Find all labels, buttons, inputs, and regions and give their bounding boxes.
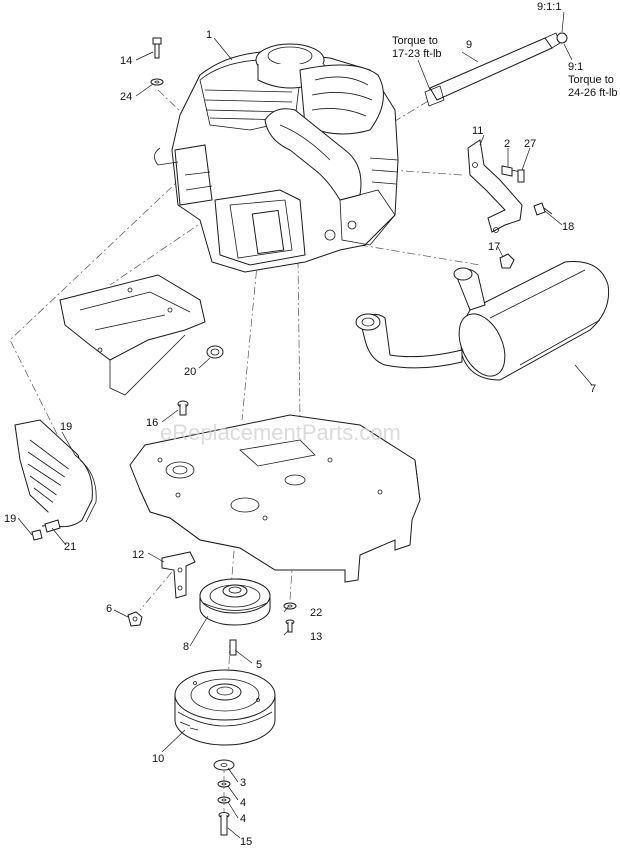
- callout-14: 14: [120, 55, 132, 67]
- callout-27: 27: [524, 138, 536, 150]
- leader-lines: [17, 11, 593, 839]
- callout-16: 16: [146, 417, 158, 429]
- bolt-2: [501, 165, 521, 177]
- callout-1: 1: [206, 29, 212, 41]
- screw-14: [152, 37, 162, 59]
- bolt-27: [517, 169, 525, 183]
- callout-9: 9: [466, 39, 472, 51]
- callout-10: 10: [152, 753, 164, 765]
- callout-24: 24: [120, 91, 132, 103]
- callout-3: 3: [240, 777, 246, 789]
- callout-4-lower: 4: [240, 813, 246, 825]
- engine: [154, 43, 399, 273]
- callout-4-upper: 4: [240, 797, 246, 809]
- washer-4-lower: [217, 796, 231, 804]
- bolt-13: [285, 619, 295, 633]
- callout-19-guard: 19: [60, 421, 72, 433]
- callout-12: 12: [132, 549, 144, 561]
- callout-labels: 1 14 24 9 11 2 27 18 17 7 20 16 19 19 21…: [4, 29, 596, 848]
- callout-6: 6: [106, 603, 112, 615]
- muffler-7: [355, 260, 610, 381]
- washer-4-upper: [217, 780, 231, 788]
- guard-19: [14, 419, 97, 528]
- washer-3: [213, 759, 235, 771]
- callout-21: 21: [64, 541, 76, 553]
- engine-shield: [59, 274, 206, 396]
- ratio-note-top: 9:1:1: [537, 1, 561, 13]
- nut-6: [127, 611, 143, 627]
- grommet-20: [206, 345, 224, 359]
- nut-17: [499, 253, 515, 269]
- callout-5: 5: [256, 659, 262, 671]
- key-5: [229, 639, 237, 656]
- watermark: eReplacementParts.com: [160, 420, 401, 445]
- callout-13: 13: [310, 631, 322, 643]
- torque-note-a-line2: 17-23 ft-lb: [392, 48, 442, 60]
- callout-7: 7: [590, 383, 596, 395]
- callout-18: 18: [562, 221, 574, 233]
- washer-22: [283, 602, 297, 610]
- callout-15: 15: [240, 836, 252, 848]
- muffler-bracket-11: [467, 139, 523, 233]
- clutch-10: [174, 669, 276, 746]
- washer-24: [150, 78, 164, 86]
- torque-note-b-line2: 24-26 ft-lb: [568, 87, 618, 99]
- pulley-8: [199, 578, 271, 626]
- exhaust-tube-9: [424, 32, 568, 107]
- torque-note-b-line1: Torque to: [568, 74, 614, 86]
- bolt-15: [218, 812, 230, 836]
- clip-21: [44, 519, 61, 533]
- callout-20: 20: [184, 366, 196, 378]
- bolt-18: [533, 202, 553, 216]
- clamp-19: [31, 529, 43, 541]
- ratio-note-b: 9:1: [568, 61, 583, 73]
- callout-2: 2: [504, 138, 510, 150]
- bracket-12: [161, 551, 196, 599]
- torque-notes: Torque to 17-23 ft-lb 9:1:1 9:1 Torque t…: [392, 1, 618, 99]
- torque-note-a-line1: Torque to: [392, 35, 438, 47]
- callout-17: 17: [488, 241, 500, 253]
- pin-16: [177, 400, 189, 416]
- callout-8: 8: [183, 641, 189, 653]
- engine-deck: [129, 414, 421, 583]
- callout-11: 11: [472, 125, 483, 137]
- callout-19-clamp: 19: [4, 513, 16, 525]
- callout-22: 22: [310, 607, 322, 619]
